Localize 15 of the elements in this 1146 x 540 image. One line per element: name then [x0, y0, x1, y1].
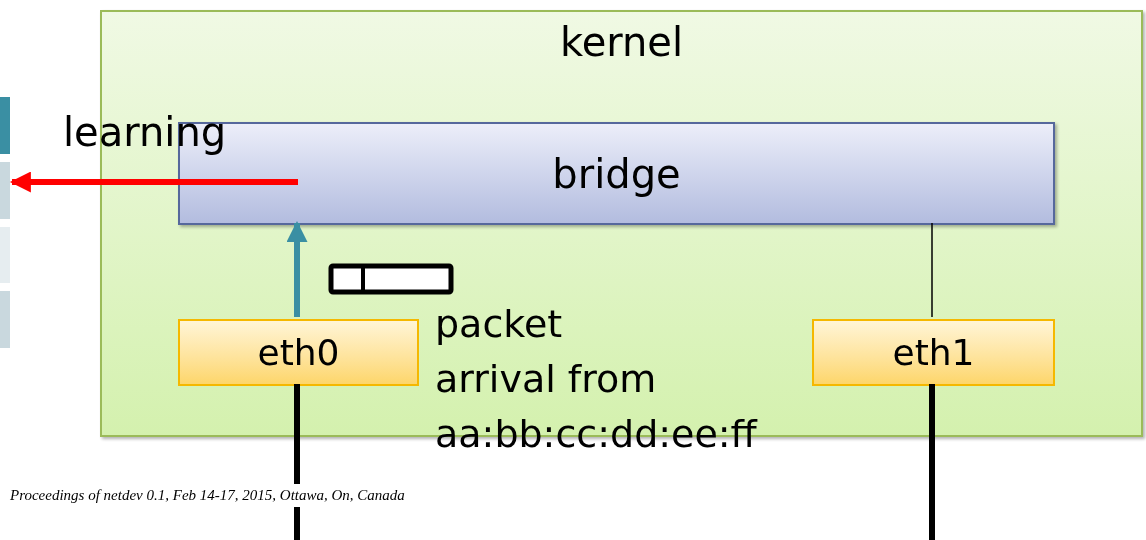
annotation-text: arrival from — [435, 360, 657, 398]
connector-line — [929, 384, 935, 540]
annotation-text: aa:bb:cc:dd:ee:ff — [435, 415, 757, 453]
interface-box — [178, 319, 419, 386]
interface-box — [812, 319, 1055, 386]
arrow — [286, 220, 308, 317]
table-fragment — [0, 97, 10, 348]
node-label: kernel — [559, 22, 684, 62]
connector-line — [294, 384, 300, 540]
caption: Proceedings of netdev 0.1, Feb 14-17, 2015, Ottawa, On, Canada — [10, 484, 405, 507]
node-label: eth1 — [892, 334, 975, 371]
annotation-text: packet — [435, 305, 563, 343]
node-label: eth0 — [257, 334, 340, 371]
arrow — [9, 171, 298, 193]
connector-line — [931, 222, 933, 318]
